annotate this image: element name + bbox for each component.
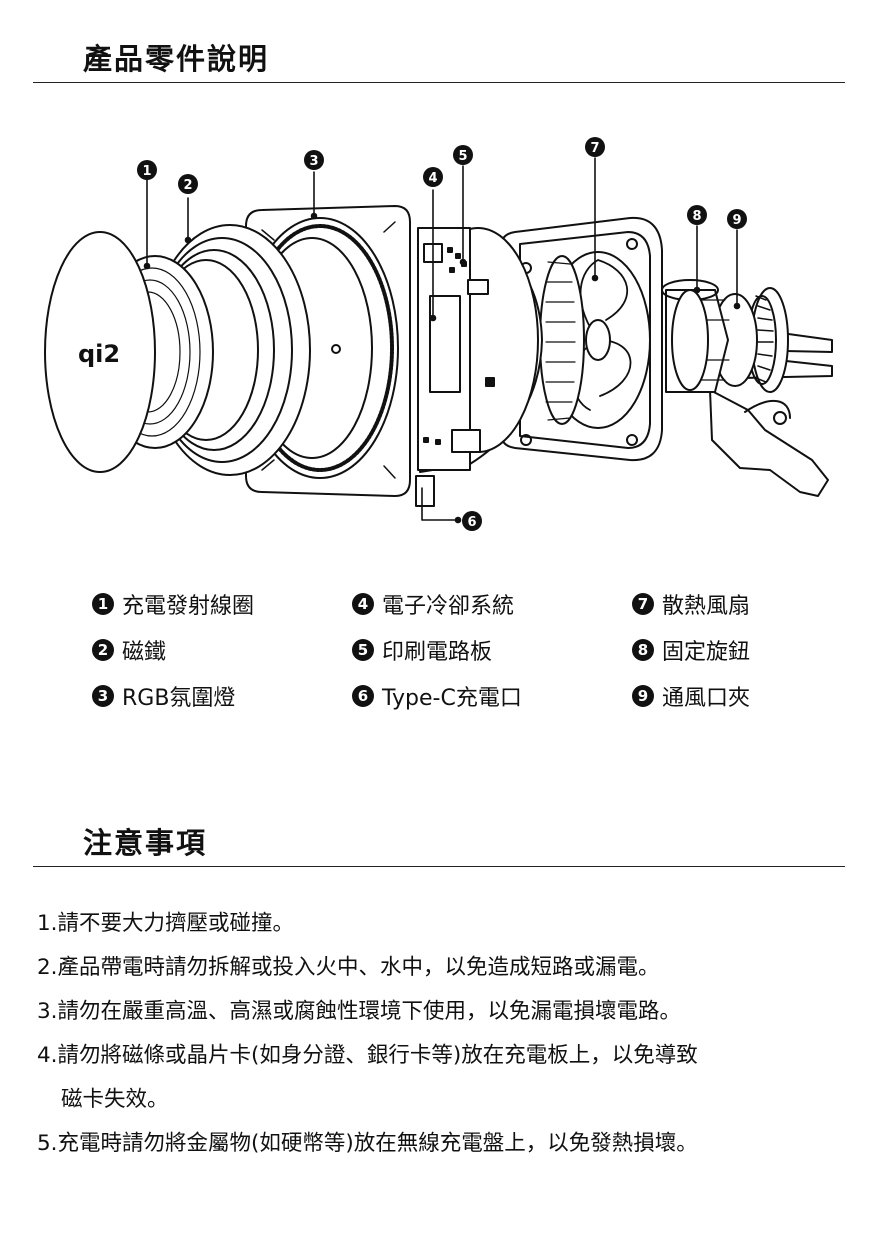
- svg-text:9: 9: [732, 213, 741, 228]
- callout-7: 7: [585, 137, 605, 157]
- qi2-logo: qi2: [78, 340, 120, 368]
- notes-title-divider: [33, 866, 845, 867]
- callout-4: 4: [423, 167, 443, 187]
- legend-badge: 6: [352, 685, 374, 707]
- callout-badges: 1 2 3 4 5 6 7 8 9: [137, 137, 747, 531]
- note-item-4-continuation: 磁卡失效。: [61, 1087, 169, 1112]
- legend-label: 磁鐵: [122, 640, 167, 665]
- legend-badge: 3: [92, 685, 114, 707]
- svg-text:5: 5: [458, 149, 467, 164]
- notes-list: 1.請不要大力擠壓或碰撞。 2.產品帶電時請勿拆解或投入火中、水中，以免造成短路…: [37, 902, 857, 1166]
- legend-item-1: 1 充電發射線圈: [92, 588, 254, 620]
- callout-2: 2: [178, 174, 198, 194]
- note-item-4: 4.請勿將磁條或晶片卡(如身分證、銀行卡等)放在充電板上，以免導致: [37, 1043, 698, 1068]
- callout-6: 6: [462, 511, 482, 531]
- legend-badge: 9: [632, 685, 654, 707]
- legend-item-7: 7 散熱風扇: [632, 588, 750, 620]
- legend-label: 印刷電路板: [382, 640, 493, 665]
- vent-clip: [709, 287, 833, 497]
- fixing-knob: [661, 279, 730, 393]
- legend-label: 固定旋鈕: [662, 640, 751, 665]
- svg-text:4: 4: [428, 171, 437, 186]
- legend-label: Type-C充電口: [382, 686, 522, 711]
- legend-item-8: 8 固定旋鈕: [632, 634, 750, 666]
- parts-title-divider: [33, 82, 845, 83]
- svg-text:6: 6: [467, 515, 476, 530]
- svg-text:1: 1: [142, 164, 151, 179]
- legend-badge: 2: [92, 639, 114, 661]
- legend-item-2: 2 磁鐵: [92, 634, 166, 666]
- notes-section-title: 注意事項: [83, 826, 208, 860]
- callout-5: 5: [453, 145, 473, 165]
- svg-text:3: 3: [309, 154, 318, 169]
- callout-leaders: [143, 157, 741, 524]
- legend-badge: 7: [632, 593, 654, 615]
- parts-legend: 1 充電發射線圈 2 磁鐵 3 RGB氛圍燈 4 電子冷卻系統 5 印刷電路板 …: [0, 582, 875, 722]
- note-item-1: 1.請不要大力擠壓或碰撞。: [37, 911, 295, 936]
- svg-text:8: 8: [692, 209, 701, 224]
- legend-badge: 1: [92, 593, 114, 615]
- charging-coil-disc: [44, 231, 214, 473]
- pcb-assembly: [415, 227, 543, 507]
- exploded-diagram: qi2 1 2 3 4 5 6 7 8 9: [44, 137, 833, 531]
- parts-section-title: 產品零件說明: [83, 42, 270, 76]
- legend-item-6: 6 Type-C充電口: [352, 680, 522, 712]
- legend-item-9: 9 通風口夾: [632, 680, 750, 712]
- legend-label: 散熱風扇: [662, 594, 751, 619]
- svg-text:7: 7: [590, 141, 599, 156]
- callout-9: 9: [727, 209, 747, 229]
- legend-label: 電子冷卻系統: [382, 594, 515, 619]
- callout-1: 1: [137, 160, 157, 180]
- svg-text:2: 2: [183, 178, 192, 193]
- legend-badge: 4: [352, 593, 374, 615]
- legend-label: RGB氛圍燈: [122, 686, 236, 711]
- legend-badge: 5: [352, 639, 374, 661]
- note-item-3: 3.請勿在嚴重高溫、高濕或腐蝕性環境下使用，以免漏電損壞電路。: [37, 999, 682, 1024]
- callout-8: 8: [687, 205, 707, 225]
- legend-item-4: 4 電子冷卻系統: [352, 588, 514, 620]
- note-item-2: 2.產品帶電時請勿拆解或投入火中、水中，以免造成短路或漏電。: [37, 955, 660, 980]
- legend-item-5: 5 印刷電路板: [352, 634, 492, 666]
- callout-3: 3: [304, 150, 324, 170]
- note-item-5: 5.充電時請勿將金屬物(如硬幣等)放在無線充電盤上，以免發熱損壞。: [37, 1131, 698, 1156]
- legend-item-3: 3 RGB氛圍燈: [92, 680, 235, 712]
- legend-label: 充電發射線圈: [122, 594, 255, 619]
- legend-badge: 8: [632, 639, 654, 661]
- legend-label: 通風口夾: [662, 686, 751, 711]
